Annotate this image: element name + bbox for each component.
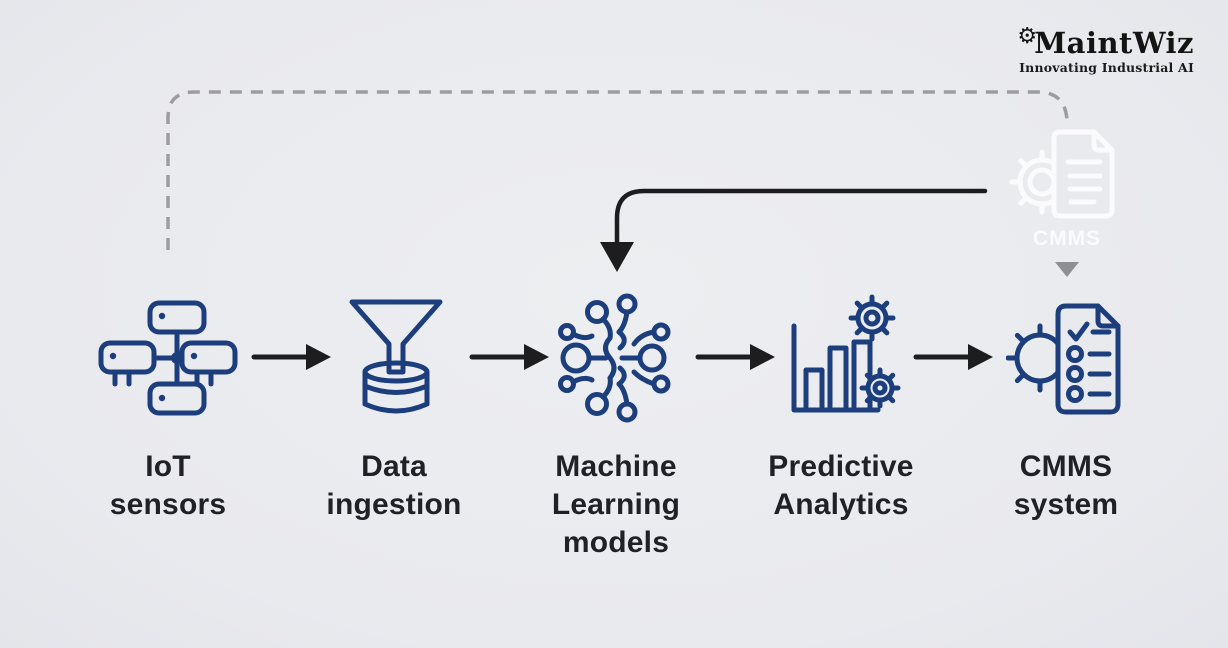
arrow-right-icon [469,344,549,370]
iot-sensors-icon [98,300,238,416]
stage-label-iot-sensors: IoT sensors [109,450,227,521]
logo-tagline: Innovating Industrial AI [1019,60,1194,75]
logo-name: MaintWiz [1034,26,1194,60]
maintwiz-logo: ⚙ MaintWiz Innovating Industrial AI [1017,24,1194,76]
arrow-right-icon [251,344,331,370]
gear-icon [859,367,901,409]
cmms-to-ml-arrow-line [614,188,988,247]
bar-chart-gears-icon [791,294,901,413]
gear-icon [848,294,896,342]
down-triangle-icon [1055,262,1079,277]
cmms-feedback-gear-document-icon [1009,129,1115,219]
stage-label-data-ingestion: Data ingestion [326,450,462,521]
logo-gear-icon: ⚙ [1017,24,1038,49]
document-icon [1051,129,1115,219]
stage-label-cmms-system: CMMS system [1013,450,1119,521]
funnel-database-icon [349,299,443,414]
checklist-document-icon [1055,303,1121,415]
stage-label-ml-models: Machine Learning models [551,450,681,559]
cmms-badge-label: CMMS [1032,227,1102,250]
arrow-right-icon [913,344,993,370]
stage-label-predictive-analytics: Predictive Analytics [768,450,914,521]
gear-checklist-icon [1006,303,1121,415]
dashed-feedback-line [166,90,1069,250]
arrow-right-icon [695,344,775,370]
brain-circuit-icon [558,293,671,423]
cmms-to-ml-arrowhead [600,242,634,272]
